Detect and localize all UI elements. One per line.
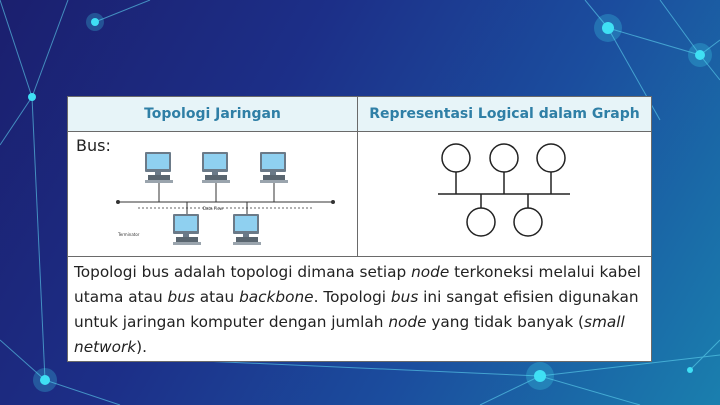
description-italic: small network xyxy=(74,313,625,356)
description-text: ini sangat efisien digunakan untuk jarin… xyxy=(74,288,639,331)
terminator-label: Terminator xyxy=(117,232,140,237)
header-topologi-jaringan: Topologi Jaringan xyxy=(67,96,358,132)
graph-node xyxy=(441,143,471,173)
description-italic: bus xyxy=(167,288,195,306)
graph-node xyxy=(466,207,496,237)
description-text: atau xyxy=(194,288,240,306)
bus-label: Bus: xyxy=(76,136,111,155)
computer-icon xyxy=(202,152,230,183)
description-italic: bus xyxy=(390,288,419,306)
description-text: terkoneksi melalui kabel utama atau xyxy=(74,263,641,306)
computer-icon xyxy=(233,214,261,245)
terminator-icon xyxy=(116,200,120,204)
graph-node xyxy=(536,143,566,173)
description-text: yang tidak banyak ( xyxy=(426,313,585,331)
graph-node xyxy=(489,143,519,173)
bus-graph-cell xyxy=(357,131,652,257)
bus-graph-diagram xyxy=(438,143,570,237)
computer-icon xyxy=(145,152,173,183)
diagram-small-label: Data Flow xyxy=(203,206,224,211)
description-italic: node xyxy=(388,313,427,331)
description-text: Topologi bus adalah topologi dimana seti… xyxy=(74,263,412,281)
bus-topology-cell: Bus: xyxy=(67,131,358,257)
graph-node xyxy=(513,207,543,237)
description-italic: backbone xyxy=(239,288,314,306)
terminator-icon xyxy=(331,200,335,204)
description-text: ). xyxy=(136,338,147,356)
header-representasi-logical: Representasi Logical dalam Graph xyxy=(357,96,652,132)
description-text: . Topologi xyxy=(313,288,391,306)
topology-table: Topologi Jaringan Representasi Logical d… xyxy=(67,96,652,362)
computer-icon xyxy=(173,214,201,245)
bus-network-diagram: Data Flow Terminator xyxy=(116,152,335,245)
description-italic: node xyxy=(411,263,450,281)
computer-icon xyxy=(260,152,288,183)
bus-description: Topologi bus adalah topologi dimana seti… xyxy=(67,256,652,362)
